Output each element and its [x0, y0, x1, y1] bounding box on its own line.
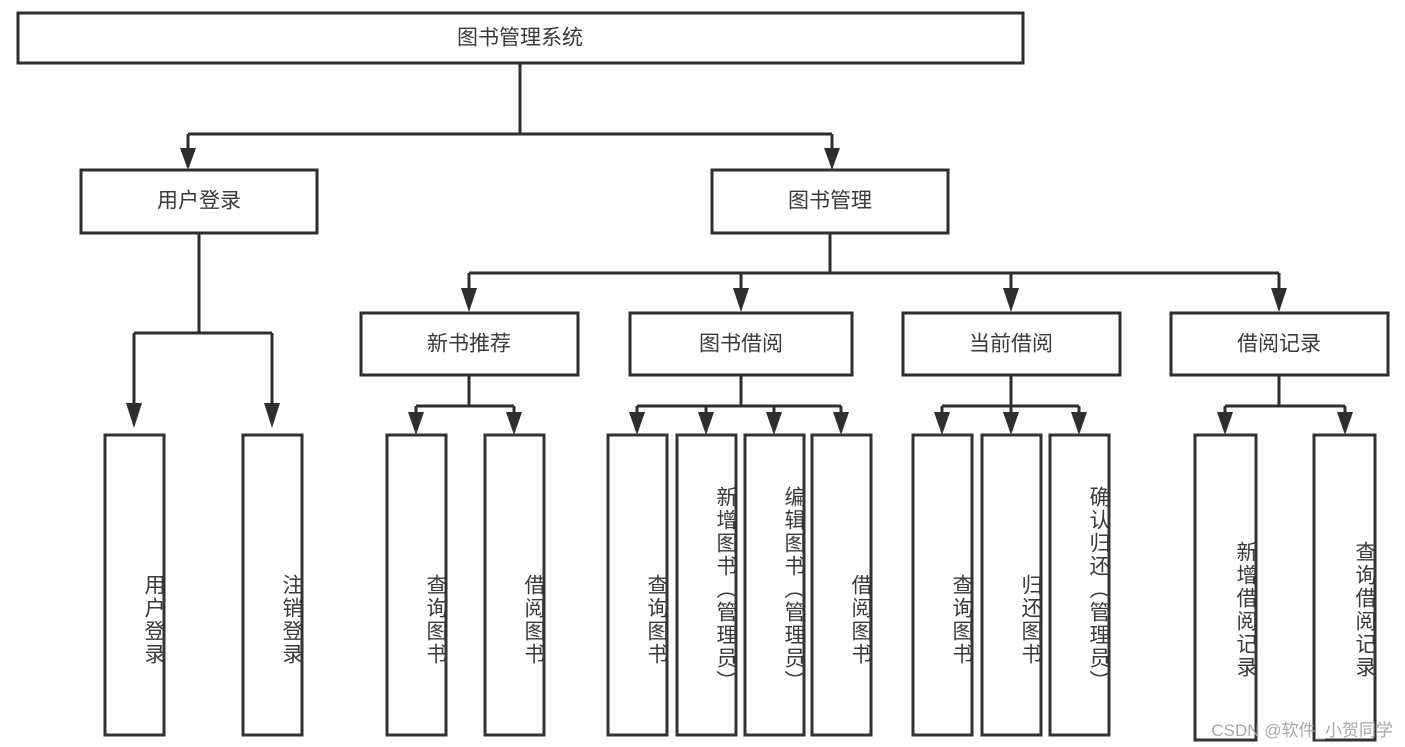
- node-label-current-borrow: 当前借阅: [969, 333, 1053, 356]
- leaf-box: [980, 433, 1043, 737]
- leaf-box: [483, 433, 546, 737]
- node-label-book-borrow: 图书借阅: [699, 333, 783, 356]
- node-user-login[interactable]: [79, 168, 319, 235]
- leaf-box: [103, 433, 166, 737]
- connector-root-to-level2: [180, 63, 840, 170]
- connector-borrowrecord-to-leaves: [1217, 375, 1353, 435]
- watermark-text: CSDN @软件_小贺同学: [1211, 721, 1393, 740]
- connector-bookborrow-to-leaves: [629, 375, 849, 435]
- leaf-box-group-book-borrow: [606, 433, 873, 737]
- node-book-borrow[interactable]: [628, 311, 854, 377]
- leaf-box-group-current-borrow: [911, 433, 1111, 737]
- leaf-box: [241, 433, 304, 737]
- connector-bookmgmt-to-level3: [461, 233, 1287, 312]
- node-root[interactable]: [16, 11, 1025, 65]
- connector-userlogin-to-leaves: [126, 233, 280, 428]
- leaf-box-group-user-login: [103, 433, 304, 737]
- leaf-box: [606, 433, 669, 737]
- leaf-box: [911, 433, 974, 737]
- leaf-box: [675, 433, 738, 737]
- leaf-box-group-new-book-recommend: [385, 433, 546, 737]
- leaf-box: [810, 433, 873, 737]
- leaf-box: [1312, 433, 1377, 742]
- node-label-user-login: 用户登录: [157, 190, 241, 213]
- node-label-borrow-record: 借阅记录: [1237, 333, 1321, 356]
- node-label-book-management: 图书管理: [788, 190, 872, 213]
- node-new-book-recommend[interactable]: [359, 311, 580, 377]
- leaf-box: [385, 433, 448, 737]
- node-label-root: 图书管理系统: [457, 27, 583, 50]
- connector-currentborrow-to-leaves: [934, 375, 1087, 435]
- leaf-box: [1193, 433, 1258, 742]
- leaf-box: [1048, 433, 1111, 737]
- node-borrow-record[interactable]: [1169, 311, 1390, 377]
- node-book-management[interactable]: [710, 168, 950, 235]
- node-current-borrow[interactable]: [901, 311, 1122, 377]
- connector-newbook-to-leaves: [408, 375, 522, 435]
- leaf-box-group-borrow-record: [1193, 433, 1377, 742]
- node-label-new-book-recommend: 新书推荐: [427, 333, 511, 356]
- leaf-box: [743, 433, 806, 737]
